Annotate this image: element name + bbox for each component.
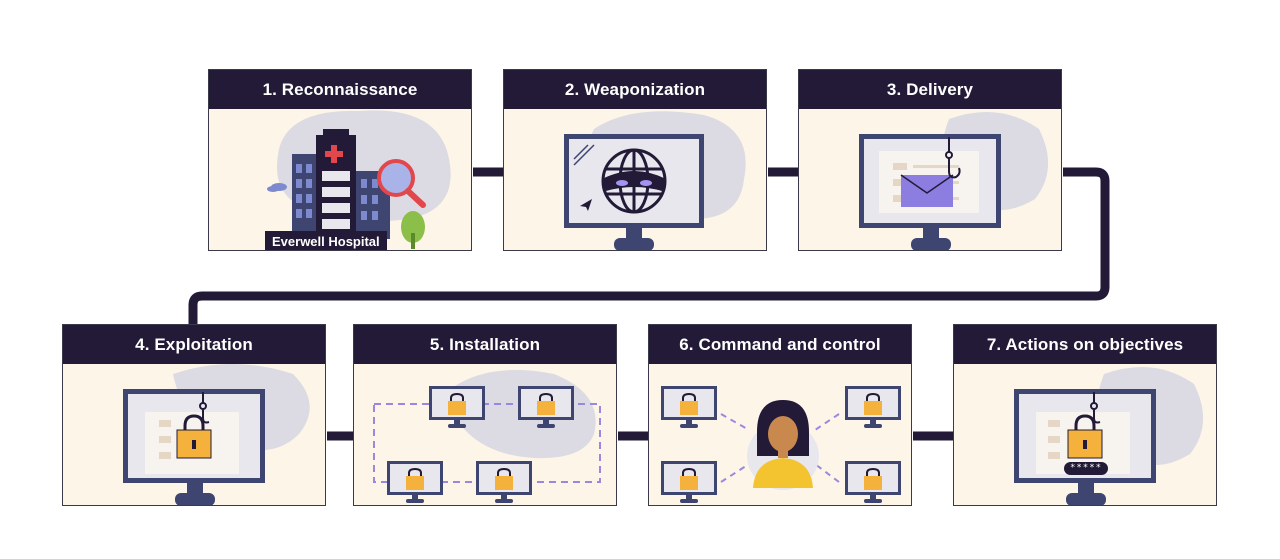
controlled-computer <box>661 461 717 503</box>
stage-card-exploitation: 4. Exploitation <box>62 324 326 506</box>
controlled-computer <box>845 461 901 503</box>
stage-card-actions-on-objectives: 7. Actions on objectives ***** <box>953 324 1217 506</box>
hospital-name-label: Everwell Hospital <box>265 231 387 250</box>
stage-title: 5. Installation <box>354 325 616 364</box>
stage-title: 1. Reconnaissance <box>209 70 471 109</box>
stage-card-weaponization: 2. Weaponization <box>503 69 767 251</box>
network-computer <box>476 461 532 503</box>
password-theft-icon: ***** <box>954 364 1216 505</box>
masked-password-field: ***** <box>1064 462 1108 475</box>
stage-title: 7. Actions on objectives <box>954 325 1216 364</box>
network-computer <box>518 386 574 428</box>
phishing-email-icon <box>799 109 1061 250</box>
hospital-search-icon: Everwell Hospital <box>209 109 471 250</box>
stage-title: 2. Weaponization <box>504 70 766 109</box>
controlled-computer <box>661 386 717 428</box>
stage-card-command-and-control: 6. Command and control <box>648 324 912 506</box>
stage-card-installation: 5. Installation <box>353 324 617 506</box>
locked-network-icon <box>354 364 616 505</box>
network-computer <box>387 461 443 503</box>
masked-globe-icon <box>504 109 766 250</box>
hooked-padlock-icon <box>63 364 325 505</box>
stage-title: 6. Command and control <box>649 325 911 364</box>
stage-card-delivery: 3. Delivery <box>798 69 1062 251</box>
controlled-computer <box>845 386 901 428</box>
stage-title: 3. Delivery <box>799 70 1061 109</box>
stage-card-reconnaissance: 1. Reconnaissance <box>208 69 472 251</box>
network-computer <box>429 386 485 428</box>
stage-title: 4. Exploitation <box>63 325 325 364</box>
connector-3-4 <box>188 167 1110 324</box>
attacker-controls-computers-icon <box>649 364 911 505</box>
